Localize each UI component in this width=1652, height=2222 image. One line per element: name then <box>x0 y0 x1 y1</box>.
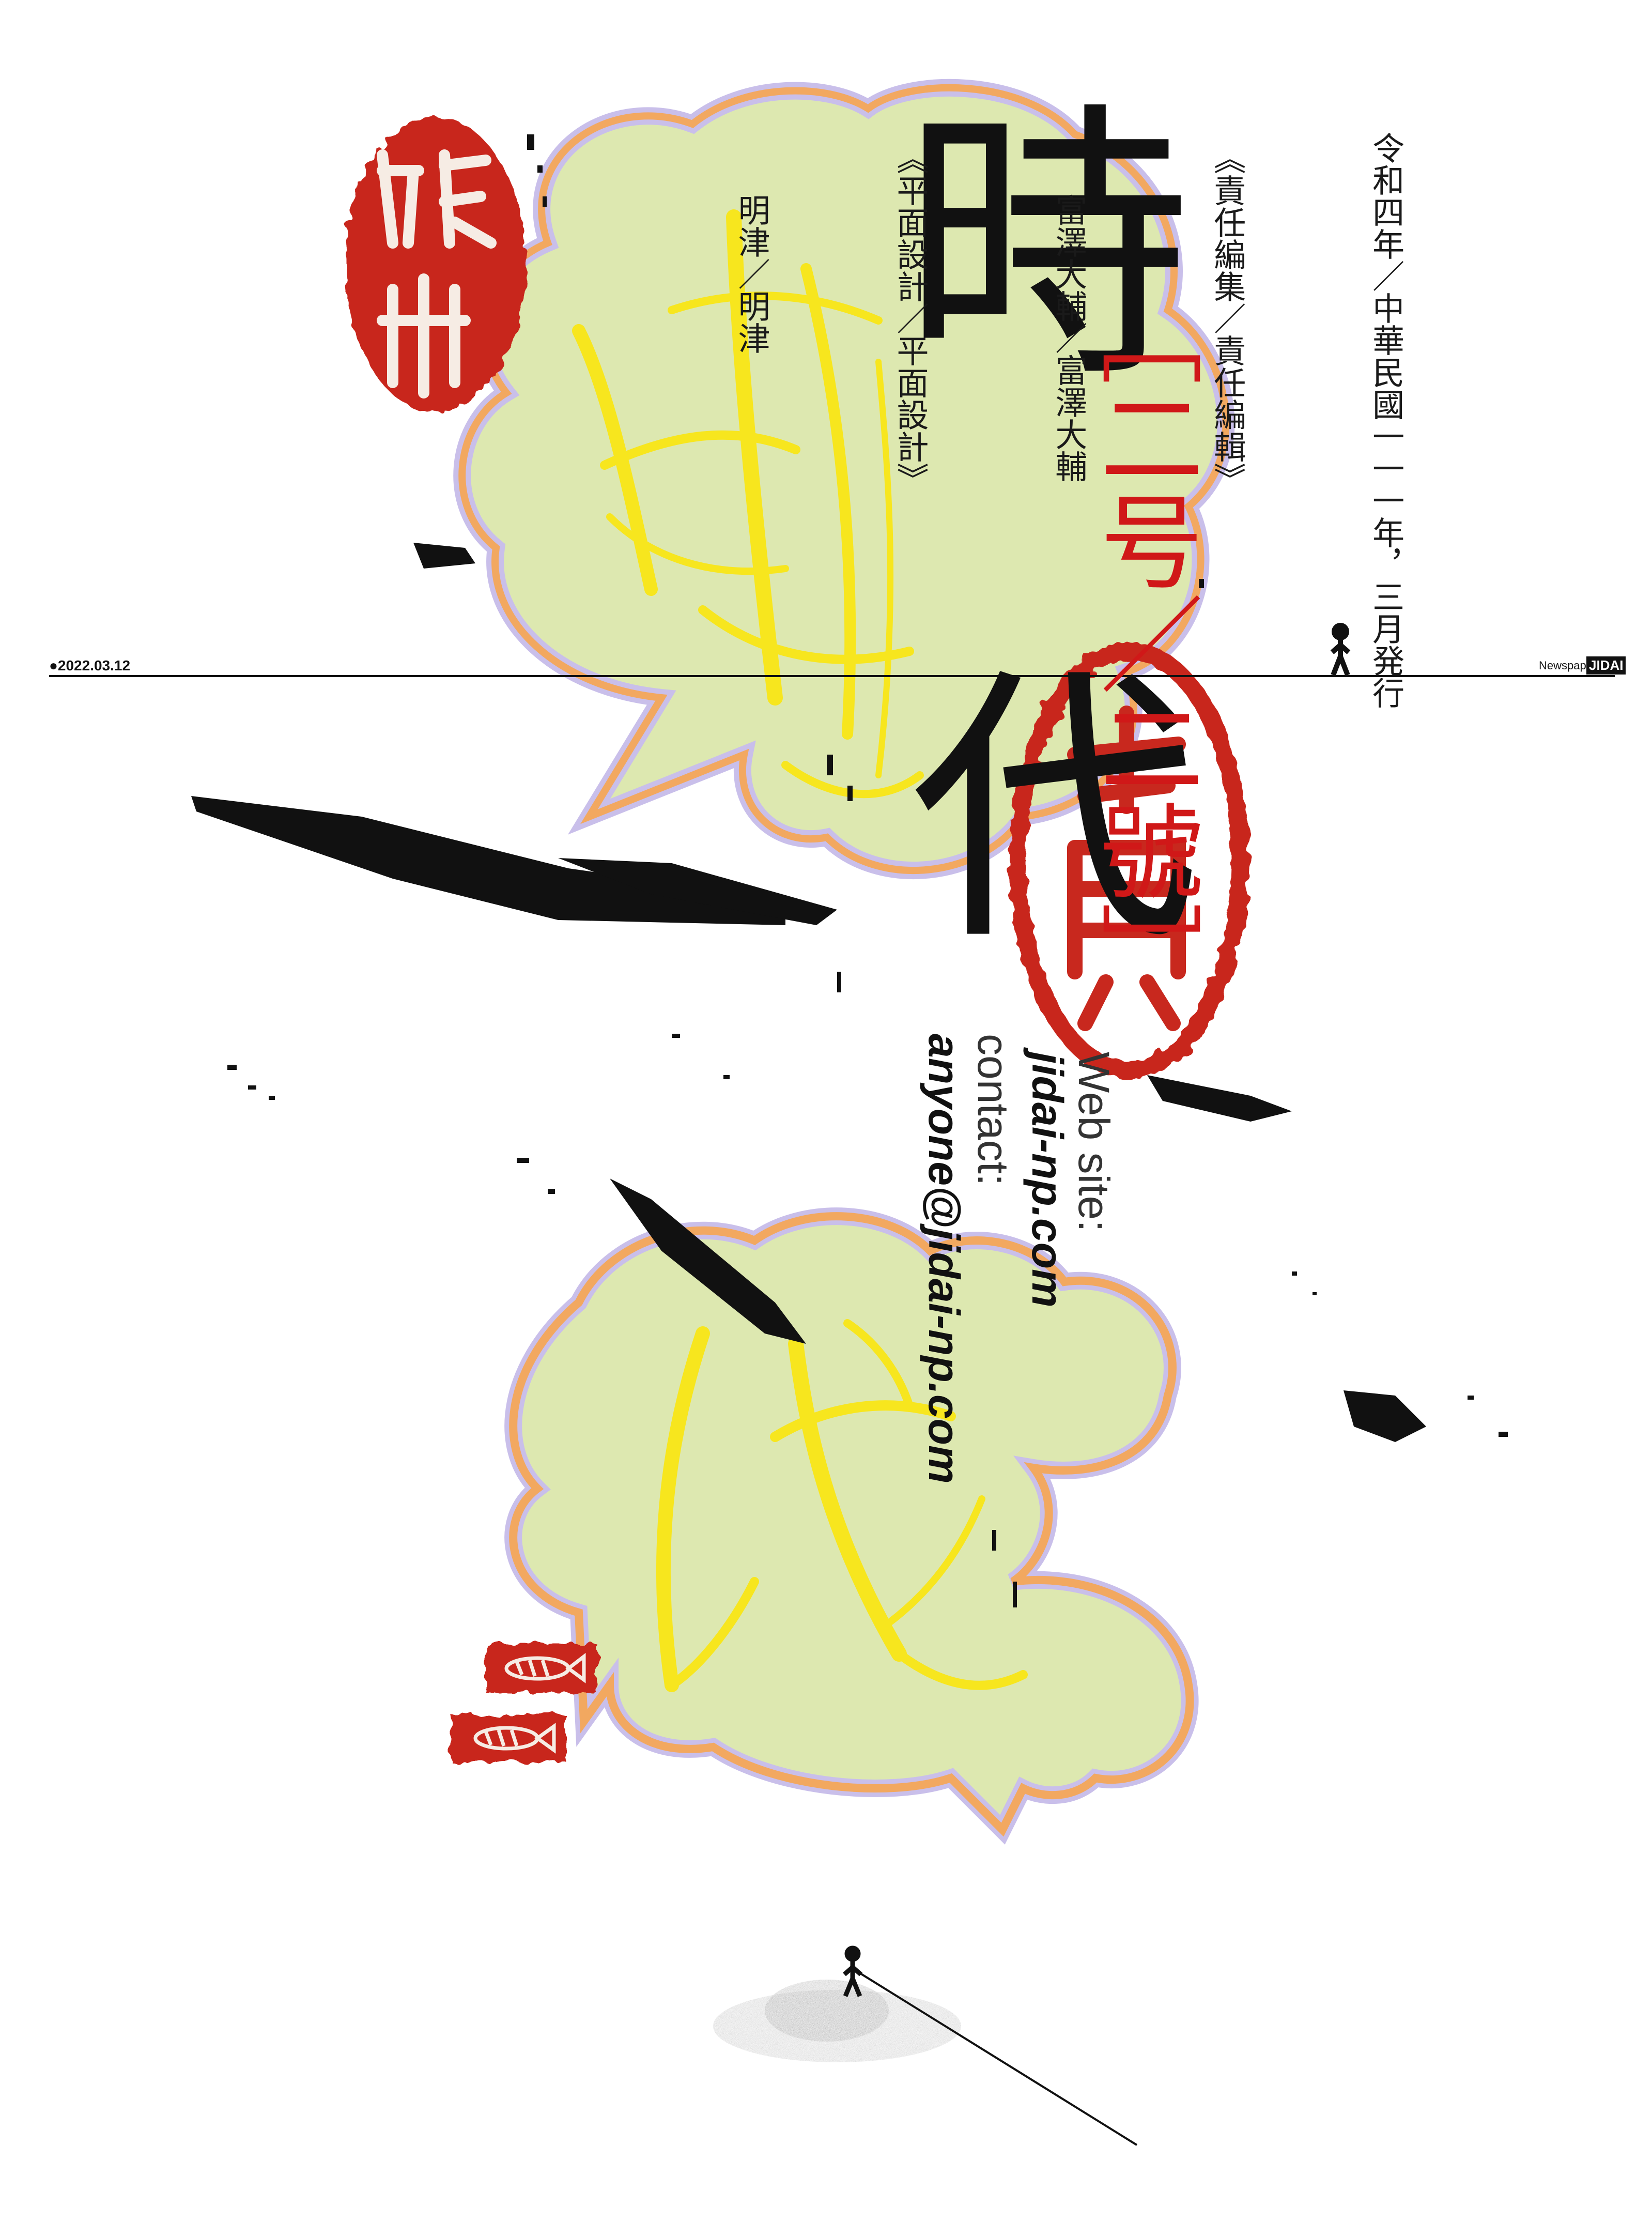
title-char-dai: 代 <box>909 643 1199 980</box>
yellow-calligraphy-upper <box>572 209 924 799</box>
lower-speech-blob <box>504 1207 1199 1845</box>
yellow-calligraphy-lower <box>656 1319 1028 1692</box>
issue-date: ●2022.03.12 <box>49 657 131 673</box>
colophon-line: 令和四年／中華民國一一一年，三月発行 <box>1367 132 1405 709</box>
ink-specks <box>227 134 1508 1607</box>
web-site-link[interactable]: jidai-np.com <box>1023 1052 1072 1308</box>
ink-streaks <box>191 543 1426 1442</box>
fish-stamp-icon <box>486 1644 597 1693</box>
title-char-ji: 時 <box>902 80 1191 417</box>
fish-stamp-icon <box>451 1715 566 1761</box>
colophon-line: 富澤大輔／富澤大輔 <box>1049 194 1088 482</box>
header-rule <box>49 675 1615 677</box>
walking-figure-icon <box>843 1945 862 1997</box>
issue-number: ［二号／二號］ <box>1082 282 1202 1005</box>
contact-label: contact: <box>969 1034 1017 1186</box>
walking-figure-icon <box>1330 623 1351 676</box>
brand-badge: JIDAI <box>1586 656 1626 675</box>
contact-email-link[interactable]: anyone@jidai-np.com <box>920 1034 968 1484</box>
web-site-label: Web site: <box>1070 1052 1118 1232</box>
colophon-line: 明津／明津 <box>732 194 770 354</box>
seal-stamp-icon <box>1009 642 1249 1079</box>
colophon-line: 《責任編集／責任編輯》 <box>1208 142 1246 495</box>
seal-stamp-icon <box>345 117 526 412</box>
colophon: 令和四年／中華民國一一一年，三月発行 《責任編集／責任編輯》 富澤大輔／富澤大輔… <box>672 132 1518 768</box>
colophon-line: 《平面設計／平面設計》 <box>891 142 929 495</box>
bottom-ink-cluster <box>713 1971 1138 2146</box>
